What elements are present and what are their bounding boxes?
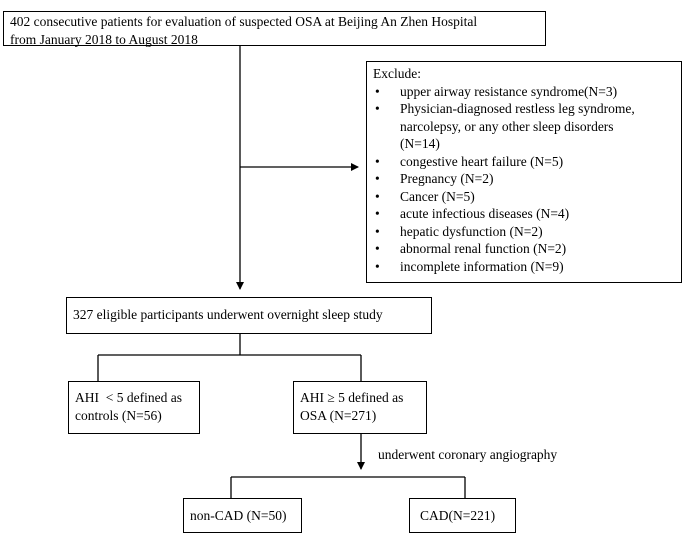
- osa-line-1: AHI ≥ 5 defined as: [300, 390, 404, 405]
- exclusion-item-text: acute infectious diseases (N=4): [400, 206, 570, 221]
- eligible-participants-box: 327 eligible participants underwent over…: [66, 297, 432, 334]
- bullet-icon: •: [375, 223, 380, 239]
- exclusion-item: • Pregnancy (N=2): [373, 170, 675, 188]
- cad-box: CAD(N=221): [409, 498, 516, 533]
- bullet-icon: •: [375, 101, 380, 116]
- bullet-icon: •: [375, 83, 380, 99]
- initial-patients-box: 402 consecutive patients for evaluation …: [3, 11, 546, 47]
- exclusion-list: • upper airway resistance syndrome(N=3) • P…: [373, 83, 675, 276]
- controls-line-1: AHI < 5 defined as: [75, 390, 182, 405]
- exclusion-item-text: Physician-diagnosed restless leg syndrom…: [400, 101, 635, 116]
- exclusion-title: Exclude:: [373, 66, 421, 81]
- bullet-icon: •: [375, 153, 380, 169]
- osa-box: AHI ≥ 5 defined as OSA (N=271): [293, 381, 427, 434]
- initial-patients-line-2: from January 2018 to August 2018: [10, 31, 198, 47]
- exclusion-box: Exclude: • upper airway resistance syndro…: [366, 61, 682, 283]
- bullet-icon: •: [375, 258, 380, 274]
- controls-line-2: controls (N=56): [75, 407, 162, 423]
- cad-text: CAD(N=221): [420, 508, 496, 523]
- exclusion-item-text: (N=14): [400, 136, 440, 151]
- exclusion-item-text: upper airway resistance syndrome(N=3): [400, 83, 618, 99]
- exclusion-item: • abnormal renal function (N=2): [373, 240, 675, 258]
- exclusion-item: • Cancer (N=5): [373, 188, 675, 206]
- osa-line-2: OSA (N=271): [300, 407, 377, 423]
- exclusion-item: • acute infectious diseases (N=4): [373, 205, 675, 223]
- bullet-icon: •: [375, 241, 380, 256]
- bullet-icon: •: [375, 171, 380, 186]
- non-cad-text: non-CAD (N=50): [190, 508, 287, 523]
- initial-patients-line-1: 402 consecutive patients for evaluation …: [10, 14, 478, 29]
- exclusion-item: • upper airway resistance syndrome(N=3): [373, 83, 675, 101]
- exclusion-item: • Physician-diagnosed restless leg syndro…: [373, 100, 675, 153]
- bullet-icon: •: [375, 206, 380, 221]
- bullet-icon: •: [375, 188, 380, 204]
- exclusion-item: • incomplete information (N=9): [373, 258, 675, 276]
- exclusion-item-text: narcolepsy, or any other sleep disorders: [400, 118, 614, 134]
- exclusion-item: • hepatic dysfunction (N=2): [373, 223, 675, 241]
- eligible-participants-text: 327 eligible participants underwent over…: [73, 307, 383, 322]
- exclusion-item-text: abnormal renal function (N=2): [400, 241, 567, 256]
- exclusion-item-text: Cancer (N=5): [400, 188, 475, 204]
- non-cad-box: non-CAD (N=50): [183, 498, 302, 533]
- controls-box: AHI < 5 defined as controls (N=56): [68, 381, 200, 434]
- exclusion-item-text: incomplete information (N=9): [400, 258, 564, 274]
- exclusion-item-text: Pregnancy (N=2): [400, 171, 494, 186]
- exclusion-item: • congestive heart failure (N=5): [373, 153, 675, 171]
- exclusion-item-text: hepatic dysfunction (N=2): [400, 223, 543, 239]
- exclusion-item-text: congestive heart failure (N=5): [400, 153, 564, 169]
- angiography-label: underwent coronary angiography: [378, 447, 558, 462]
